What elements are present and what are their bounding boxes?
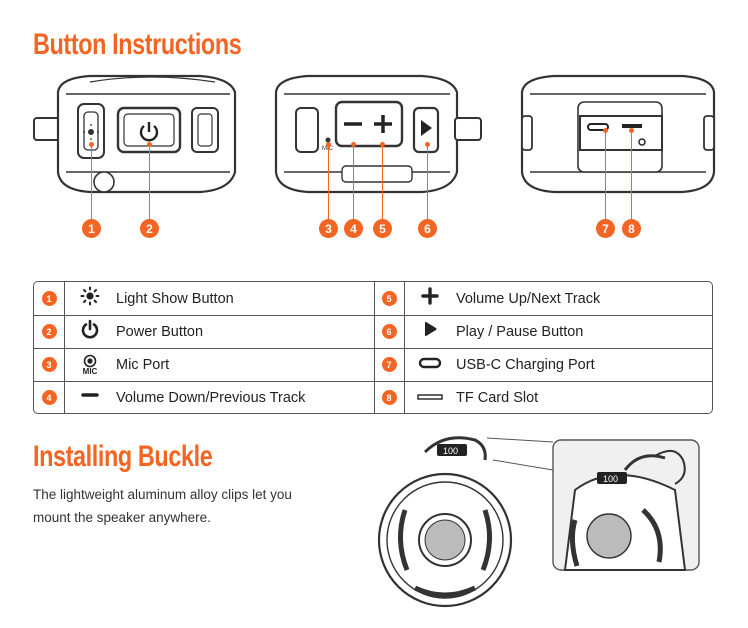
- marker-6: 6: [418, 219, 437, 238]
- sun-icon: [80, 286, 100, 311]
- mic-icon: MIC: [82, 354, 98, 376]
- usb-c-icon: [418, 356, 442, 374]
- legend-row: 5 Volume Up/Next Track: [374, 282, 712, 315]
- legend-row: 7 USB-C Charging Port: [374, 348, 712, 381]
- legend-number: 6: [381, 324, 397, 339]
- speaker-display-text: 100: [443, 446, 458, 456]
- speaker-side-view-left: [33, 74, 237, 194]
- marker-4: 4: [344, 219, 363, 238]
- legend-label: Light Show Button: [116, 290, 234, 307]
- legend-number: 1: [41, 291, 57, 306]
- legend-row: 4 Volume Down/Previous Track: [34, 381, 374, 413]
- legend-label: Mic Port: [116, 356, 170, 373]
- minus-icon: [80, 385, 100, 410]
- legend-row: 8 TF Card Slot: [374, 381, 712, 413]
- legend-row: 2 Power Button: [34, 315, 374, 348]
- play-icon: [420, 319, 440, 344]
- legend-number: 2: [41, 324, 57, 339]
- marker-1: 1: [82, 219, 101, 238]
- legend-number: 5: [381, 291, 397, 306]
- legend-label: USB-C Charging Port: [456, 356, 595, 373]
- power-icon: [80, 319, 100, 344]
- marker-2: 2: [140, 219, 159, 238]
- legend-number: 8: [381, 390, 397, 405]
- legend-row: 6 Play / Pause Button: [374, 315, 712, 348]
- legend-label: Play / Pause Button: [456, 323, 584, 340]
- legend-number: 3: [41, 357, 57, 372]
- legend-label: Power Button: [116, 323, 204, 340]
- buckle-description: The lightweight aluminum alloy clips let…: [33, 487, 292, 525]
- speaker-side-view-middle: MIC: [274, 74, 482, 194]
- speaker-buckle-illustration: 100 100: [377, 436, 700, 608]
- legend-row: 1 Light Show Button: [34, 282, 374, 315]
- button-instructions-heading: Button Instructions: [33, 28, 242, 61]
- legend-label: Volume Up/Next Track: [456, 290, 601, 307]
- marker-7: 7: [596, 219, 615, 238]
- legend-number: 4: [41, 390, 57, 405]
- speaker-display-text-zoom: 100: [603, 474, 618, 484]
- marker-8: 8: [622, 219, 641, 238]
- mic-icon-text: MIC: [82, 366, 98, 376]
- legend-label: Volume Down/Previous Track: [116, 389, 306, 406]
- marker-3: 3: [319, 219, 338, 238]
- legend-number: 7: [381, 357, 397, 372]
- plus-icon: [420, 286, 440, 311]
- installing-buckle-heading: Installing Buckle: [33, 440, 213, 473]
- button-legend-table: 1 Light Show Button 2 Power Button 3 MIC…: [33, 281, 713, 414]
- mic-label: MIC: [322, 146, 334, 152]
- speaker-back-view: [520, 74, 716, 194]
- legend-row: 3 MIC Mic Port: [34, 348, 374, 381]
- tf-card-icon: [416, 389, 444, 407]
- marker-5: 5: [373, 219, 392, 238]
- legend-label: TF Card Slot: [456, 389, 539, 406]
